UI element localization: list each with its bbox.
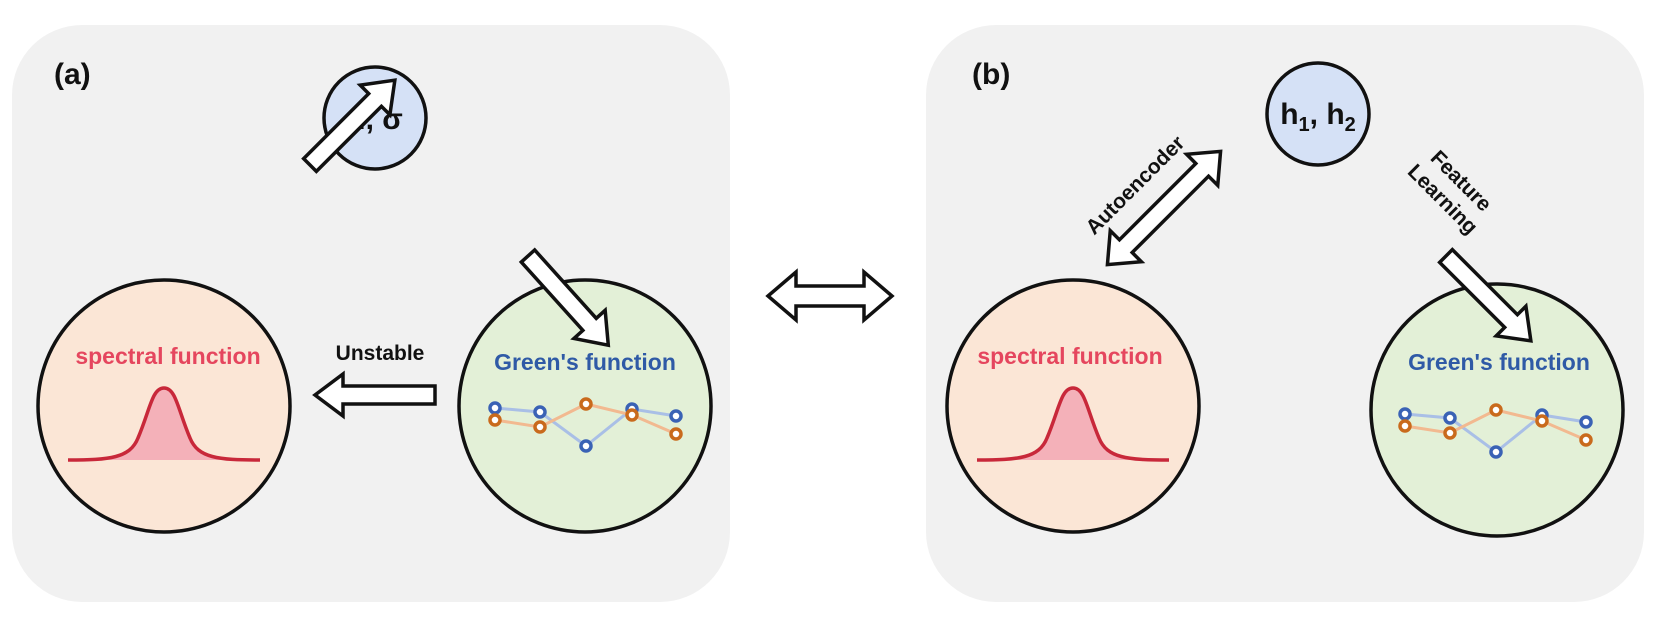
panel-a-label: (a)	[54, 58, 91, 91]
gaussian-curve-icon	[67, 386, 261, 462]
greens-label-b: Green's function	[1408, 349, 1590, 375]
latent-node	[1265, 61, 1371, 167]
latent-node-label: h1, h2	[1280, 98, 1356, 136]
panel-b-label: (b)	[972, 58, 1010, 91]
unstable-label: Unstable	[336, 342, 425, 365]
greens-label-a: Green's function	[494, 349, 676, 375]
autoencoder-arrow	[1105, 149, 1223, 267]
dot-series-icon	[1398, 403, 1593, 459]
panel-a: (a) μ, σ spectral function Green's funct…	[12, 25, 730, 602]
gaussian-curve-icon	[976, 386, 1170, 462]
spectral-label-b: spectral function	[977, 343, 1162, 369]
dot-series-icon	[488, 397, 683, 453]
param-node	[322, 65, 428, 171]
panel-b: (b) h1, h2 spectral function Green's fun…	[926, 25, 1644, 602]
spectral-label-a: spectral function	[75, 343, 260, 369]
double-arrow-icon	[766, 270, 894, 322]
